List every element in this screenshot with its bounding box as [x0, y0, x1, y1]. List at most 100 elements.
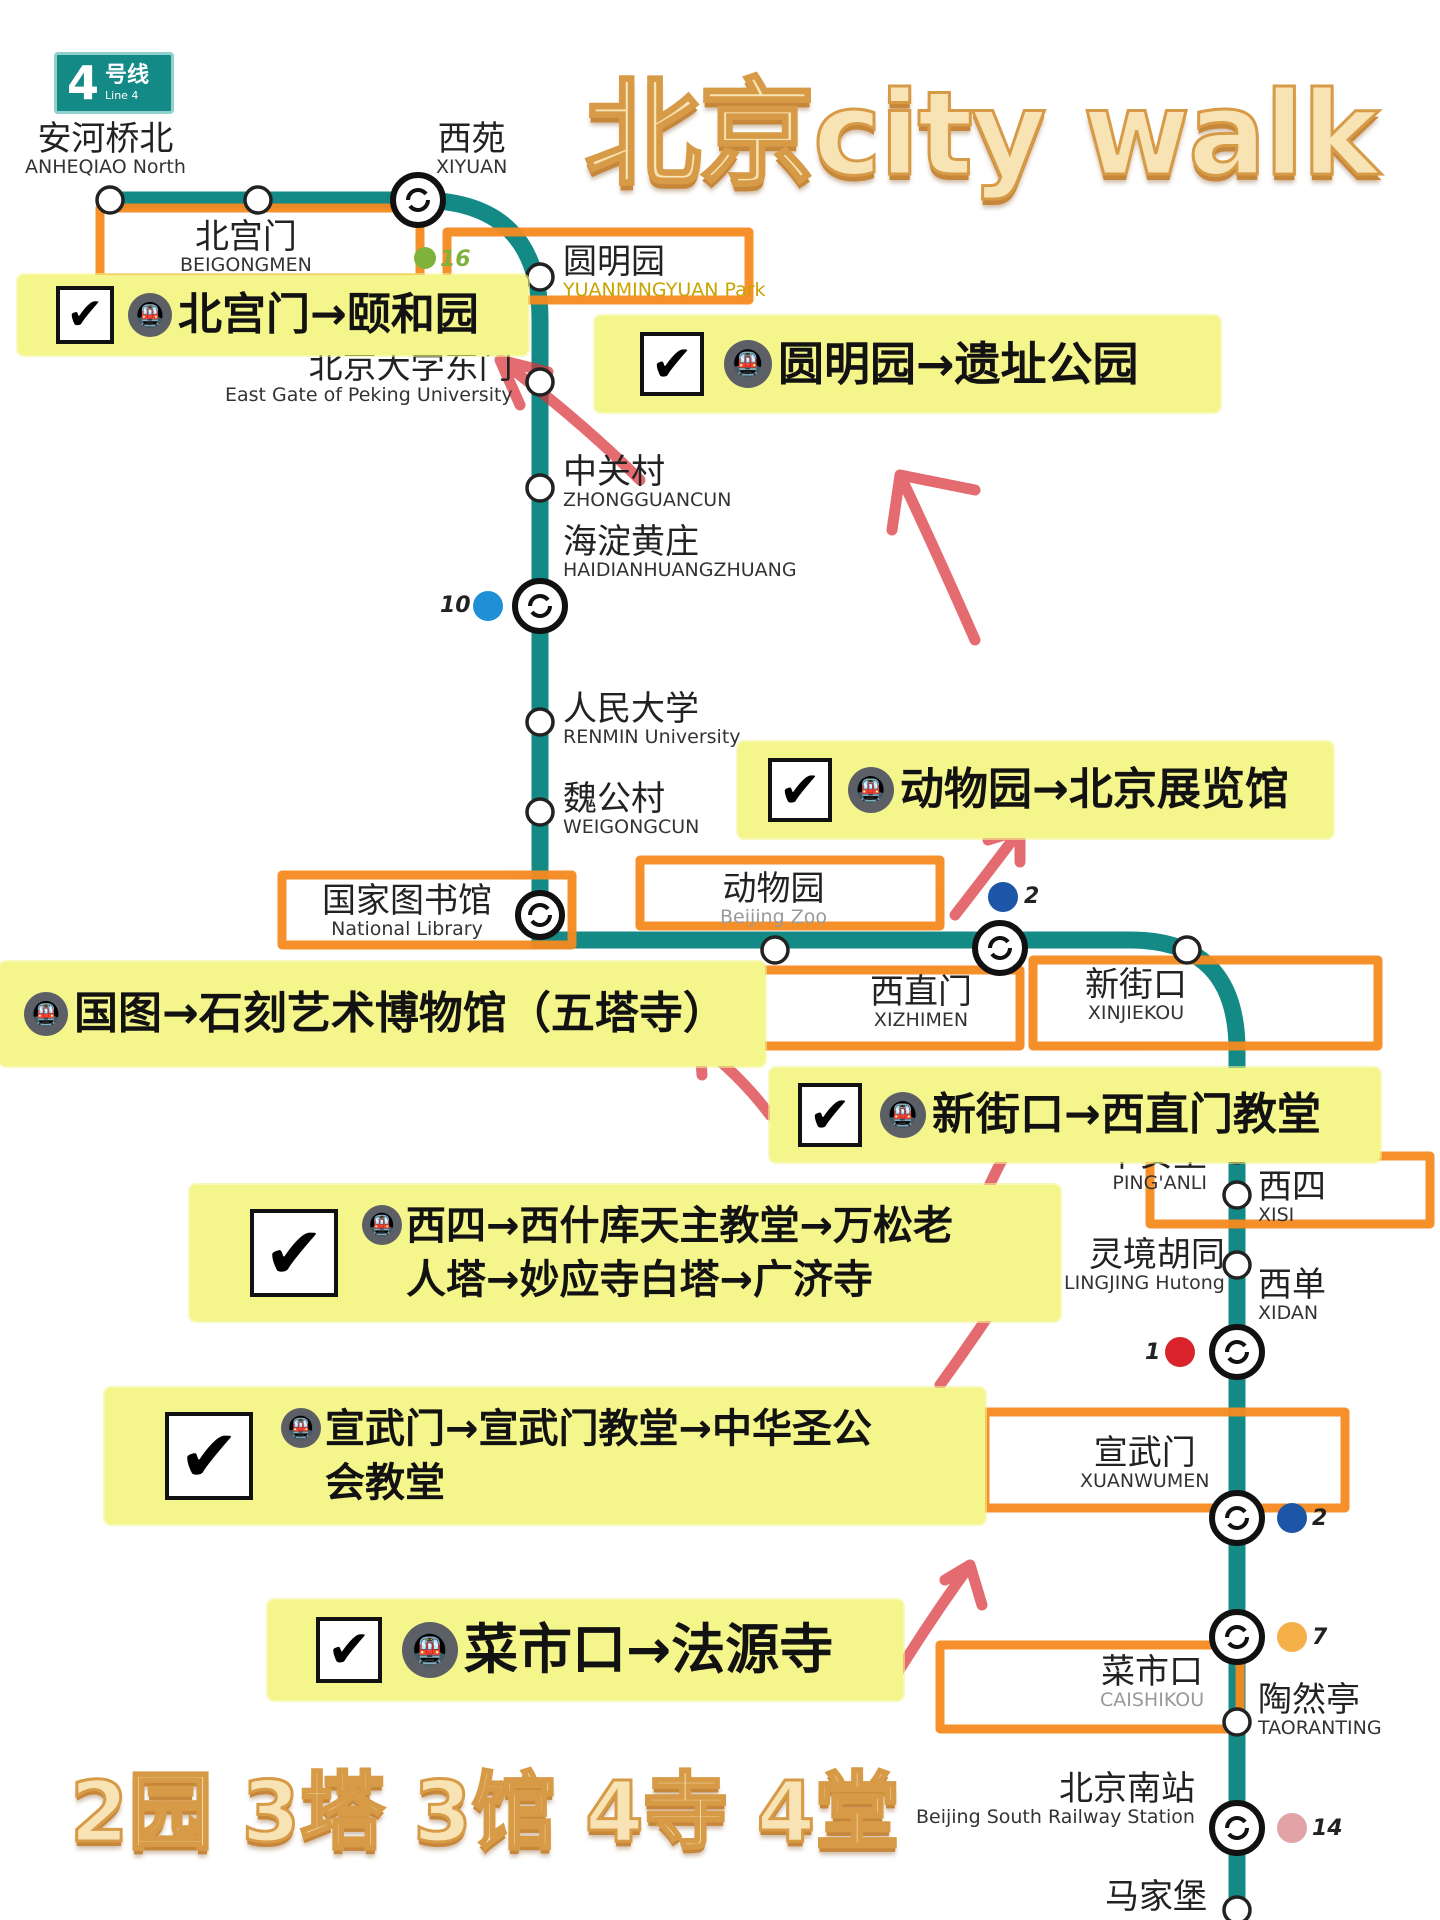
station-dot — [1172, 935, 1202, 965]
route-text: 菜市口→法源寺 — [464, 1617, 834, 1681]
route-text: 圆明园→遗址公园 — [778, 336, 1139, 391]
station-label-lingjing: 灵境胡同 LINGJING Hutong — [1064, 1235, 1225, 1294]
line-10-number: 10 — [440, 593, 471, 618]
line-2-dot — [988, 882, 1018, 912]
line-16-number: 16 — [440, 247, 471, 272]
line-7-number: 7 — [1312, 1625, 1328, 1650]
line-1-dot — [1165, 1337, 1195, 1367]
station-name-en: ZHONGGUANCUN — [563, 488, 732, 511]
station-label-renmin: 人民大学 RENMIN University — [563, 689, 741, 748]
line-2-number: 2 — [1312, 1506, 1328, 1531]
station-name-en: LINGJING Hutong — [1064, 1271, 1225, 1294]
station-label-taoranting: 陶然亭 TAORANTING — [1258, 1680, 1382, 1739]
station-dot — [1222, 1895, 1252, 1920]
station-label-library: 国家图书馆 National Library — [322, 883, 492, 940]
station-label-xuanwumen: 宣武门 XUANWUMEN — [1080, 1433, 1210, 1492]
station-name-cn: 中关村 — [563, 452, 665, 492]
train-icon: 🚇 — [848, 767, 894, 813]
station-name-en: XIZHIMEN — [873, 1008, 969, 1031]
line-1-number: 1 — [1145, 1340, 1161, 1365]
route-text: 宣武门→宣武门教堂→中华圣公 会教堂 — [325, 1406, 873, 1506]
station-dot — [95, 185, 125, 215]
station-name-en: National Library — [331, 917, 483, 940]
arrow-icon — [886, 469, 981, 646]
train-icon: 🚇 — [128, 293, 172, 337]
train-icon: 🚇 — [724, 340, 772, 388]
station-name-cn: 动物园 — [722, 869, 825, 909]
station-label-haidian: 海淀黄庄 HAIDIANHUANGZHUANG — [563, 522, 797, 581]
station-label-bjsouth: 北京南站 Beijing South Railway Station — [916, 1771, 1195, 1828]
check-icon: ✔ — [316, 1617, 382, 1683]
line-16-dot — [414, 247, 436, 269]
route-text: 西四→西什库天主教堂→万松老 人塔→妙应寺白塔→广济寺 — [406, 1203, 954, 1303]
route-text: 北宫门→颐和园 — [178, 289, 479, 341]
highlight-library — [277, 870, 577, 950]
highlight-caishikou — [935, 1640, 1245, 1734]
route-note-xinjiekou: ✔ 🚇 新街口→西直门教堂 — [770, 1068, 1380, 1162]
station-name-cn: 陶然亭 — [1258, 1680, 1360, 1720]
highlight-yuanmingyuan — [442, 227, 754, 305]
line-badge-number: 4 — [67, 56, 100, 110]
train-icon: 🚇 — [24, 992, 68, 1036]
station-name-cn: 西苑 — [437, 119, 506, 159]
station-name-en: RENMIN University — [563, 725, 741, 748]
station-name-cn: 菜市口 — [1101, 1652, 1204, 1692]
station-name-en: XUANWUMEN — [1080, 1469, 1210, 1492]
station-name-cn: 灵境胡同 — [1088, 1235, 1225, 1275]
train-icon: 🚇 — [880, 1092, 926, 1138]
station-name-cn: 北京大学东门 — [308, 347, 513, 387]
station-name-cn: 马家堡 — [1105, 1877, 1207, 1917]
check-icon: ✔ — [798, 1083, 862, 1147]
station-label-caishikou: 菜市口 CAISHIKOU — [1100, 1652, 1205, 1711]
station-dot — [1222, 1707, 1252, 1737]
train-icon: 🚇 — [402, 1622, 458, 1678]
station-name-en: XIDAN — [1258, 1301, 1319, 1324]
line-7-dot — [1277, 1622, 1307, 1652]
station-name-cn: 人民大学 — [563, 689, 699, 729]
station-name-en: CAISHIKOU — [1100, 1688, 1205, 1711]
check-icon: ✔ — [250, 1209, 338, 1297]
station-name-cn: 魏公村 — [563, 779, 665, 819]
station-label-beigongmen: 北宫门 BEIGONGMEN — [180, 217, 312, 276]
station-label-xizhimen: 西直门 XIZHIMEN — [870, 972, 972, 1031]
check-icon: ✔ — [640, 332, 704, 396]
station-label-xisi: 西四 XISI — [1258, 1169, 1326, 1226]
station-name-en: PING'ANLI — [1112, 1171, 1207, 1194]
line-10-dot — [473, 591, 503, 621]
station-name-en: BEIGONGMEN — [180, 253, 312, 276]
route-note-xuanwumen: ✔ 🚇 宣武门→宣武门教堂→中华圣公 会教堂 — [105, 1388, 985, 1524]
station-dot — [525, 262, 555, 292]
station-label-majiapu: 马家堡 — [1105, 1877, 1207, 1917]
line-14-number: 14 — [1312, 1816, 1343, 1841]
route-text: 国图→石刻艺术博物馆（五塔寺） — [74, 988, 727, 1040]
route-note-beigongmen: ✔ 🚇 北宫门→颐和园 — [18, 275, 528, 355]
route-text: 动物园→北京展览馆 — [900, 764, 1289, 816]
transfer-icon — [390, 172, 1265, 1856]
station-name-cn: 宣武门 — [1093, 1433, 1196, 1473]
line-4-badge: 4 号线 Line 4 — [54, 52, 174, 114]
station-name-en: WEIGONGCUN — [563, 815, 700, 838]
route-note-xisi: ✔ 🚇 西四→西什库天主教堂→万松老 人塔→妙应寺白塔→广济寺 — [190, 1185, 1060, 1321]
route-note-library: 🚇 国图→石刻艺术博物馆（五塔寺） — [0, 962, 765, 1066]
line-2-number: 2 — [1024, 884, 1040, 909]
station-dot — [760, 935, 790, 965]
station-name-cn: 西单 — [1258, 1265, 1326, 1305]
station-name-en: ANHEQIAO North — [25, 155, 186, 178]
station-dot — [243, 185, 273, 215]
station-name-en: East Gate of Peking University — [225, 383, 513, 406]
station-dot — [525, 797, 555, 827]
station-name-cn: 西直门 — [870, 972, 972, 1012]
summary-caption: 2园 3塔 3馆 4寺 4堂 — [68, 1762, 900, 1863]
station-label-xidan: 西单 XIDAN — [1258, 1265, 1326, 1324]
page-title: 北京city walk — [583, 66, 1380, 204]
station-label-weigongcun: 魏公村 WEIGONGCUN — [563, 779, 700, 838]
station-label-zhongguancun: 中关村 ZHONGGUANCUN — [563, 452, 732, 511]
station-name-cn: 北宫门 — [194, 217, 297, 257]
station-label-xinjiekou: 新街口 XINJIEKOU — [1085, 967, 1187, 1024]
station-name-en: Beijing Zoo — [720, 905, 827, 928]
station-name-en: XISI — [1258, 1203, 1295, 1226]
check-icon: ✔ — [768, 758, 832, 822]
highlight-xinjiekou — [1028, 955, 1383, 1051]
station-name-cn: 海淀黄庄 — [563, 522, 699, 562]
station-dot — [525, 707, 555, 737]
